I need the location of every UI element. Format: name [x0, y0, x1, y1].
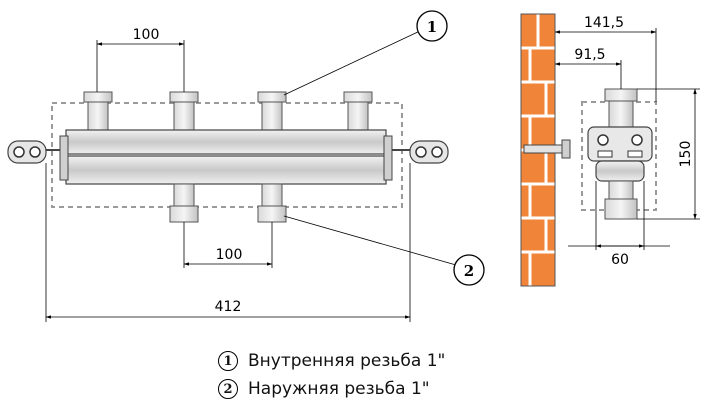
dim-bottom-spacing-label: 100	[216, 247, 243, 263]
callout-2: 2	[283, 215, 485, 286]
header-body	[59, 129, 393, 185]
dim-depth: 60	[568, 181, 670, 268]
dim-top-spacing-label: 100	[133, 27, 160, 43]
callout-2-number: 2	[464, 262, 474, 280]
dim-top-spacing: 100	[96, 27, 185, 92]
side-view: 141,5 91,5 150 60	[520, 13, 700, 287]
dim-height: 150	[637, 88, 700, 220]
legend-number-1: 1	[218, 351, 238, 371]
right-bracket	[392, 140, 449, 164]
legend-number-2: 2	[218, 379, 238, 399]
bottom-nozzles	[169, 183, 287, 223]
dim-bottom-spacing: 100	[183, 222, 273, 268]
anchor-bolt	[523, 139, 571, 159]
legend-text-internal-thread: Внутренняя резьба 1"	[248, 351, 446, 371]
dim-wall-offset-label: 91,5	[574, 47, 605, 63]
dim-total-length: 412	[45, 163, 411, 322]
front-view: 100 100 412 1 2	[7, 10, 485, 322]
side-header	[587, 88, 653, 220]
legend-text-external-thread: Наружняя резьба 1"	[248, 379, 430, 399]
dim-wall-depth-label: 141,5	[584, 15, 624, 31]
front-envelope	[51, 102, 403, 208]
legend-item-external-thread: 2 Наружняя резьба 1"	[218, 379, 430, 399]
dim-depth-label: 60	[611, 252, 629, 268]
callout-1: 1	[283, 10, 448, 96]
callout-1-number: 1	[427, 18, 437, 36]
legend-item-internal-thread: 1 Внутренняя резьба 1"	[218, 351, 445, 371]
top-nozzles	[83, 91, 373, 131]
dim-height-label: 150	[678, 141, 694, 168]
left-bracket	[7, 140, 60, 164]
dim-wall-offset: 91,5	[554, 47, 622, 89]
dim-total-length-label: 412	[215, 299, 242, 315]
dim-wall-depth: 141,5	[554, 15, 657, 102]
